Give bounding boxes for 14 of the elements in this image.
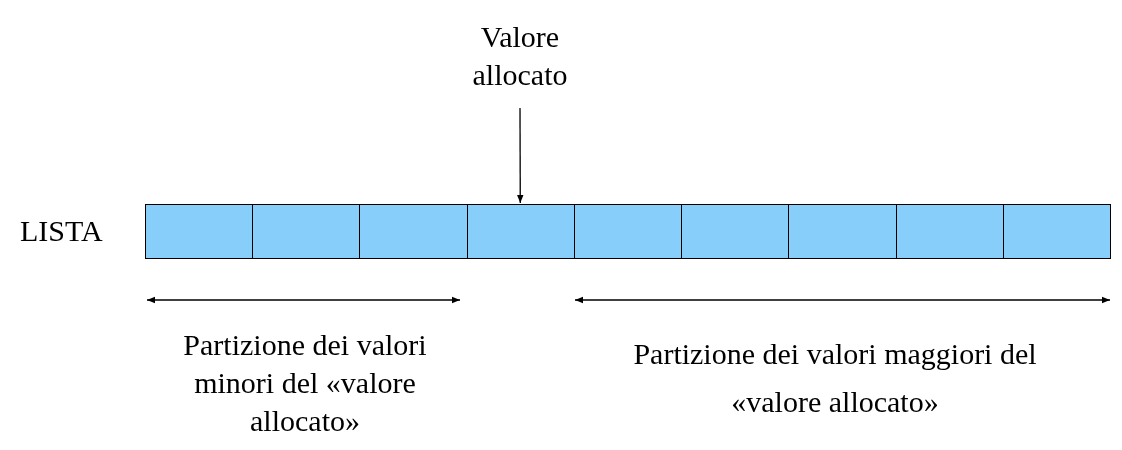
partition-label: Partizione dei valori minori del «valore allocato» [182,327,428,439]
list-cell [145,204,254,259]
list-cell [1002,204,1111,259]
list-cell [252,204,361,259]
list-cell [573,204,683,259]
list-cell [359,204,468,259]
list-cell [895,204,1004,259]
arrow [517,107,524,204]
list-label: LISTA [20,213,104,249]
partition-label: Partizione dei valori maggiori del «valore allocato» [632,336,1038,420]
list-cell [681,204,790,259]
list-cell [466,204,575,259]
callout-text: Valore allocato [440,18,600,94]
list-cell [788,204,897,259]
